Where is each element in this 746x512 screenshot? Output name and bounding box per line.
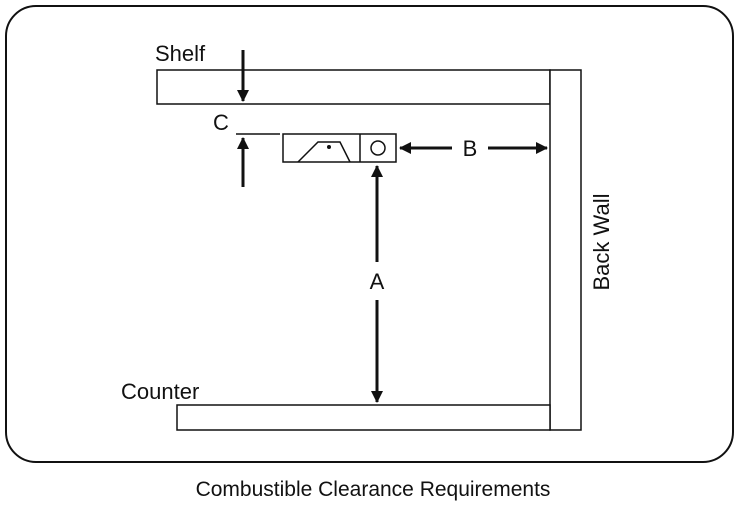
dimension-a-label: A bbox=[370, 269, 385, 294]
appliance-unit bbox=[282, 133, 397, 163]
counter-label: Counter bbox=[121, 379, 199, 404]
dimension-c-label: C bbox=[213, 110, 229, 135]
appliance-knob bbox=[370, 140, 386, 156]
back-wall-shape bbox=[549, 69, 582, 431]
dimension-a: A bbox=[370, 165, 385, 403]
outer-frame bbox=[5, 5, 734, 463]
back-wall-label: Back Wall bbox=[589, 194, 614, 291]
dimension-c: C bbox=[213, 50, 280, 187]
dimension-b: B bbox=[399, 136, 548, 161]
shelf-label: Shelf bbox=[155, 41, 206, 66]
appliance-handle-shape bbox=[297, 141, 351, 163]
appliance-dot bbox=[327, 145, 331, 149]
appliance-body bbox=[282, 133, 397, 163]
counter-shape bbox=[176, 404, 551, 431]
dimension-b-label: B bbox=[463, 136, 478, 161]
shelf-shape bbox=[156, 69, 551, 105]
figure-caption: Combustible Clearance Requirements bbox=[195, 478, 551, 501]
